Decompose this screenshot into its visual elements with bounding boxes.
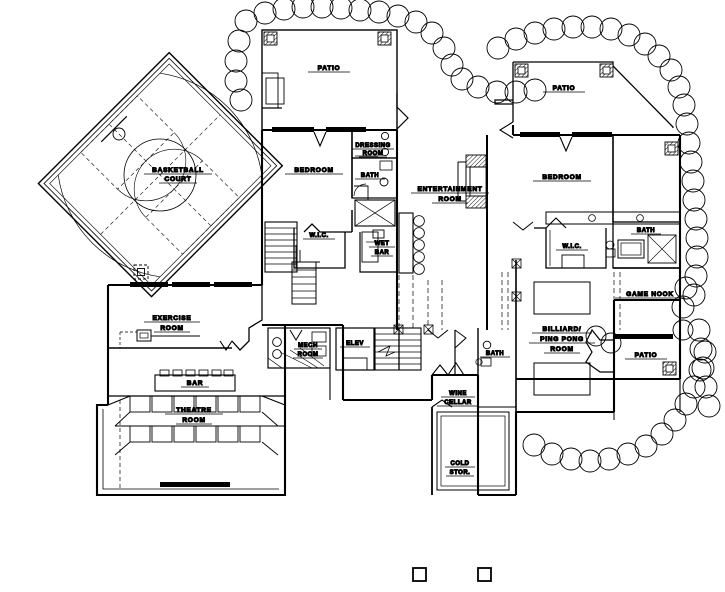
label-bath-center: BATH	[480, 351, 510, 358]
room-label-text: BATH	[486, 351, 504, 357]
theatre-room-fixtures	[102, 369, 286, 490]
room-label-text: ROOM	[438, 196, 461, 203]
basketball-court-block	[37, 51, 284, 298]
room-label-text: STOR.	[450, 470, 471, 476]
room-label-text: ROOM	[182, 417, 205, 424]
label-bar: BAR	[181, 380, 209, 388]
exterior-walls	[95, 125, 682, 497]
room-label-text: ROOM	[550, 346, 573, 353]
patio-lower-right-walls	[585, 328, 681, 420]
room-label-text: THEATRE	[176, 407, 212, 414]
room-label-text: PATIO	[635, 352, 658, 359]
room-label-text: W.I.C.	[309, 233, 328, 239]
label-elev: ELEV	[340, 341, 370, 348]
stair-run-left	[264, 221, 317, 305]
room-label-text: BILLIARD/	[543, 326, 582, 333]
room-label-text: PING PONG	[540, 336, 584, 343]
label-patio-lower-right: PATIO	[625, 352, 667, 360]
legend-boxes	[412, 567, 492, 582]
label-cold-stor: COLD STOR.	[445, 461, 475, 477]
patio-left-walls	[261, 29, 409, 131]
label-wic-right: W.I.C.	[556, 244, 588, 251]
landscaping-shrubs-bottom-right	[522, 340, 717, 473]
bath-center-walls	[454, 328, 492, 375]
billiard-room-fixtures	[501, 258, 591, 412]
label-entertainment-room: ENTERTAINMENT ROOM	[411, 186, 489, 204]
label-theatre-room: THEATRE ROOM	[165, 407, 223, 425]
room-label-text: COLD	[451, 461, 470, 467]
room-label-text: BAR	[375, 250, 390, 256]
label-exercise-room: EXERCISE ROOM	[144, 315, 200, 333]
landscaping-shrubs-mid-right	[672, 318, 721, 418]
room-label-text: BEDROOM	[542, 174, 581, 181]
label-bedroom-right: BEDROOM	[533, 174, 591, 182]
label-game-nook: GAME NOOK	[615, 291, 685, 299]
room-label-text: ELEV	[346, 341, 364, 347]
room-label-text: ROOM	[160, 325, 183, 332]
room-labels: BASKETBALL COURT PATIO PATIO PATIO BEDRO…	[144, 65, 685, 477]
wine-cellar-walls	[431, 362, 516, 495]
label-bath-right: BATH	[631, 228, 661, 235]
room-label-text: BATH	[361, 173, 379, 179]
room-label-text: ENTERTAINMENT	[417, 186, 482, 193]
label-wine-cellar: WINE CELLAR	[437, 391, 479, 407]
room-label-text: CELLAR	[444, 400, 471, 406]
label-bath-left: BATH	[355, 173, 385, 180]
label-dressing-room: DRESSING ROOM	[352, 143, 394, 158]
room-label-text: DRESSING	[355, 143, 390, 149]
label-patio-left: PATIO	[308, 65, 350, 73]
landscaping-shrubs-garage-edge	[585, 325, 622, 354]
room-label-text: COURT	[165, 176, 192, 183]
exercise-room-walls	[108, 282, 263, 351]
room-label-text: BEDROOM	[294, 167, 333, 174]
label-billiard-ping-pong-room: BILLIARD/ PING PONG ROOM	[529, 326, 595, 354]
label-wic-left: W.I.C.	[303, 233, 335, 240]
landscaping-shrubs-top-right	[486, 15, 709, 319]
legend-box-2[interactable]	[477, 567, 492, 582]
room-label-text: BASKETBALL	[152, 167, 204, 174]
room-label-text: ROOM	[363, 151, 384, 157]
landscaping-shrubs-top-left	[224, 0, 547, 112]
mech-room-elev-walls	[267, 327, 422, 400]
label-basketball-court: BASKETBALL COURT	[144, 167, 212, 184]
room-label-text: GAME NOOK	[626, 291, 674, 298]
patio-right-walls	[494, 61, 679, 156]
label-patio-right: PATIO	[543, 85, 585, 93]
legend-box-1[interactable]	[412, 567, 427, 582]
entertainment-room-walls	[393, 135, 488, 339]
bedroom-left-walls	[272, 127, 398, 269]
room-label-text: W.I.C.	[562, 244, 581, 250]
label-mech-room: MECH ROOM	[293, 343, 323, 359]
room-label-text: PATIO	[318, 65, 341, 72]
room-label-text: MECH	[298, 343, 318, 349]
room-label-text: PATIO	[553, 85, 576, 92]
label-bedroom-left: BEDROOM	[285, 167, 343, 175]
room-label-text: BAR	[187, 380, 203, 387]
room-label-text: WET	[375, 241, 390, 247]
bedroom-right-walls	[512, 132, 681, 339]
room-label-text: ROOM	[298, 352, 319, 358]
label-wet-bar: WET BAR	[369, 241, 395, 257]
room-label-text: EXERCISE	[153, 315, 192, 322]
room-label-text: WINE	[449, 391, 467, 397]
room-label-text: BATH	[637, 228, 655, 234]
